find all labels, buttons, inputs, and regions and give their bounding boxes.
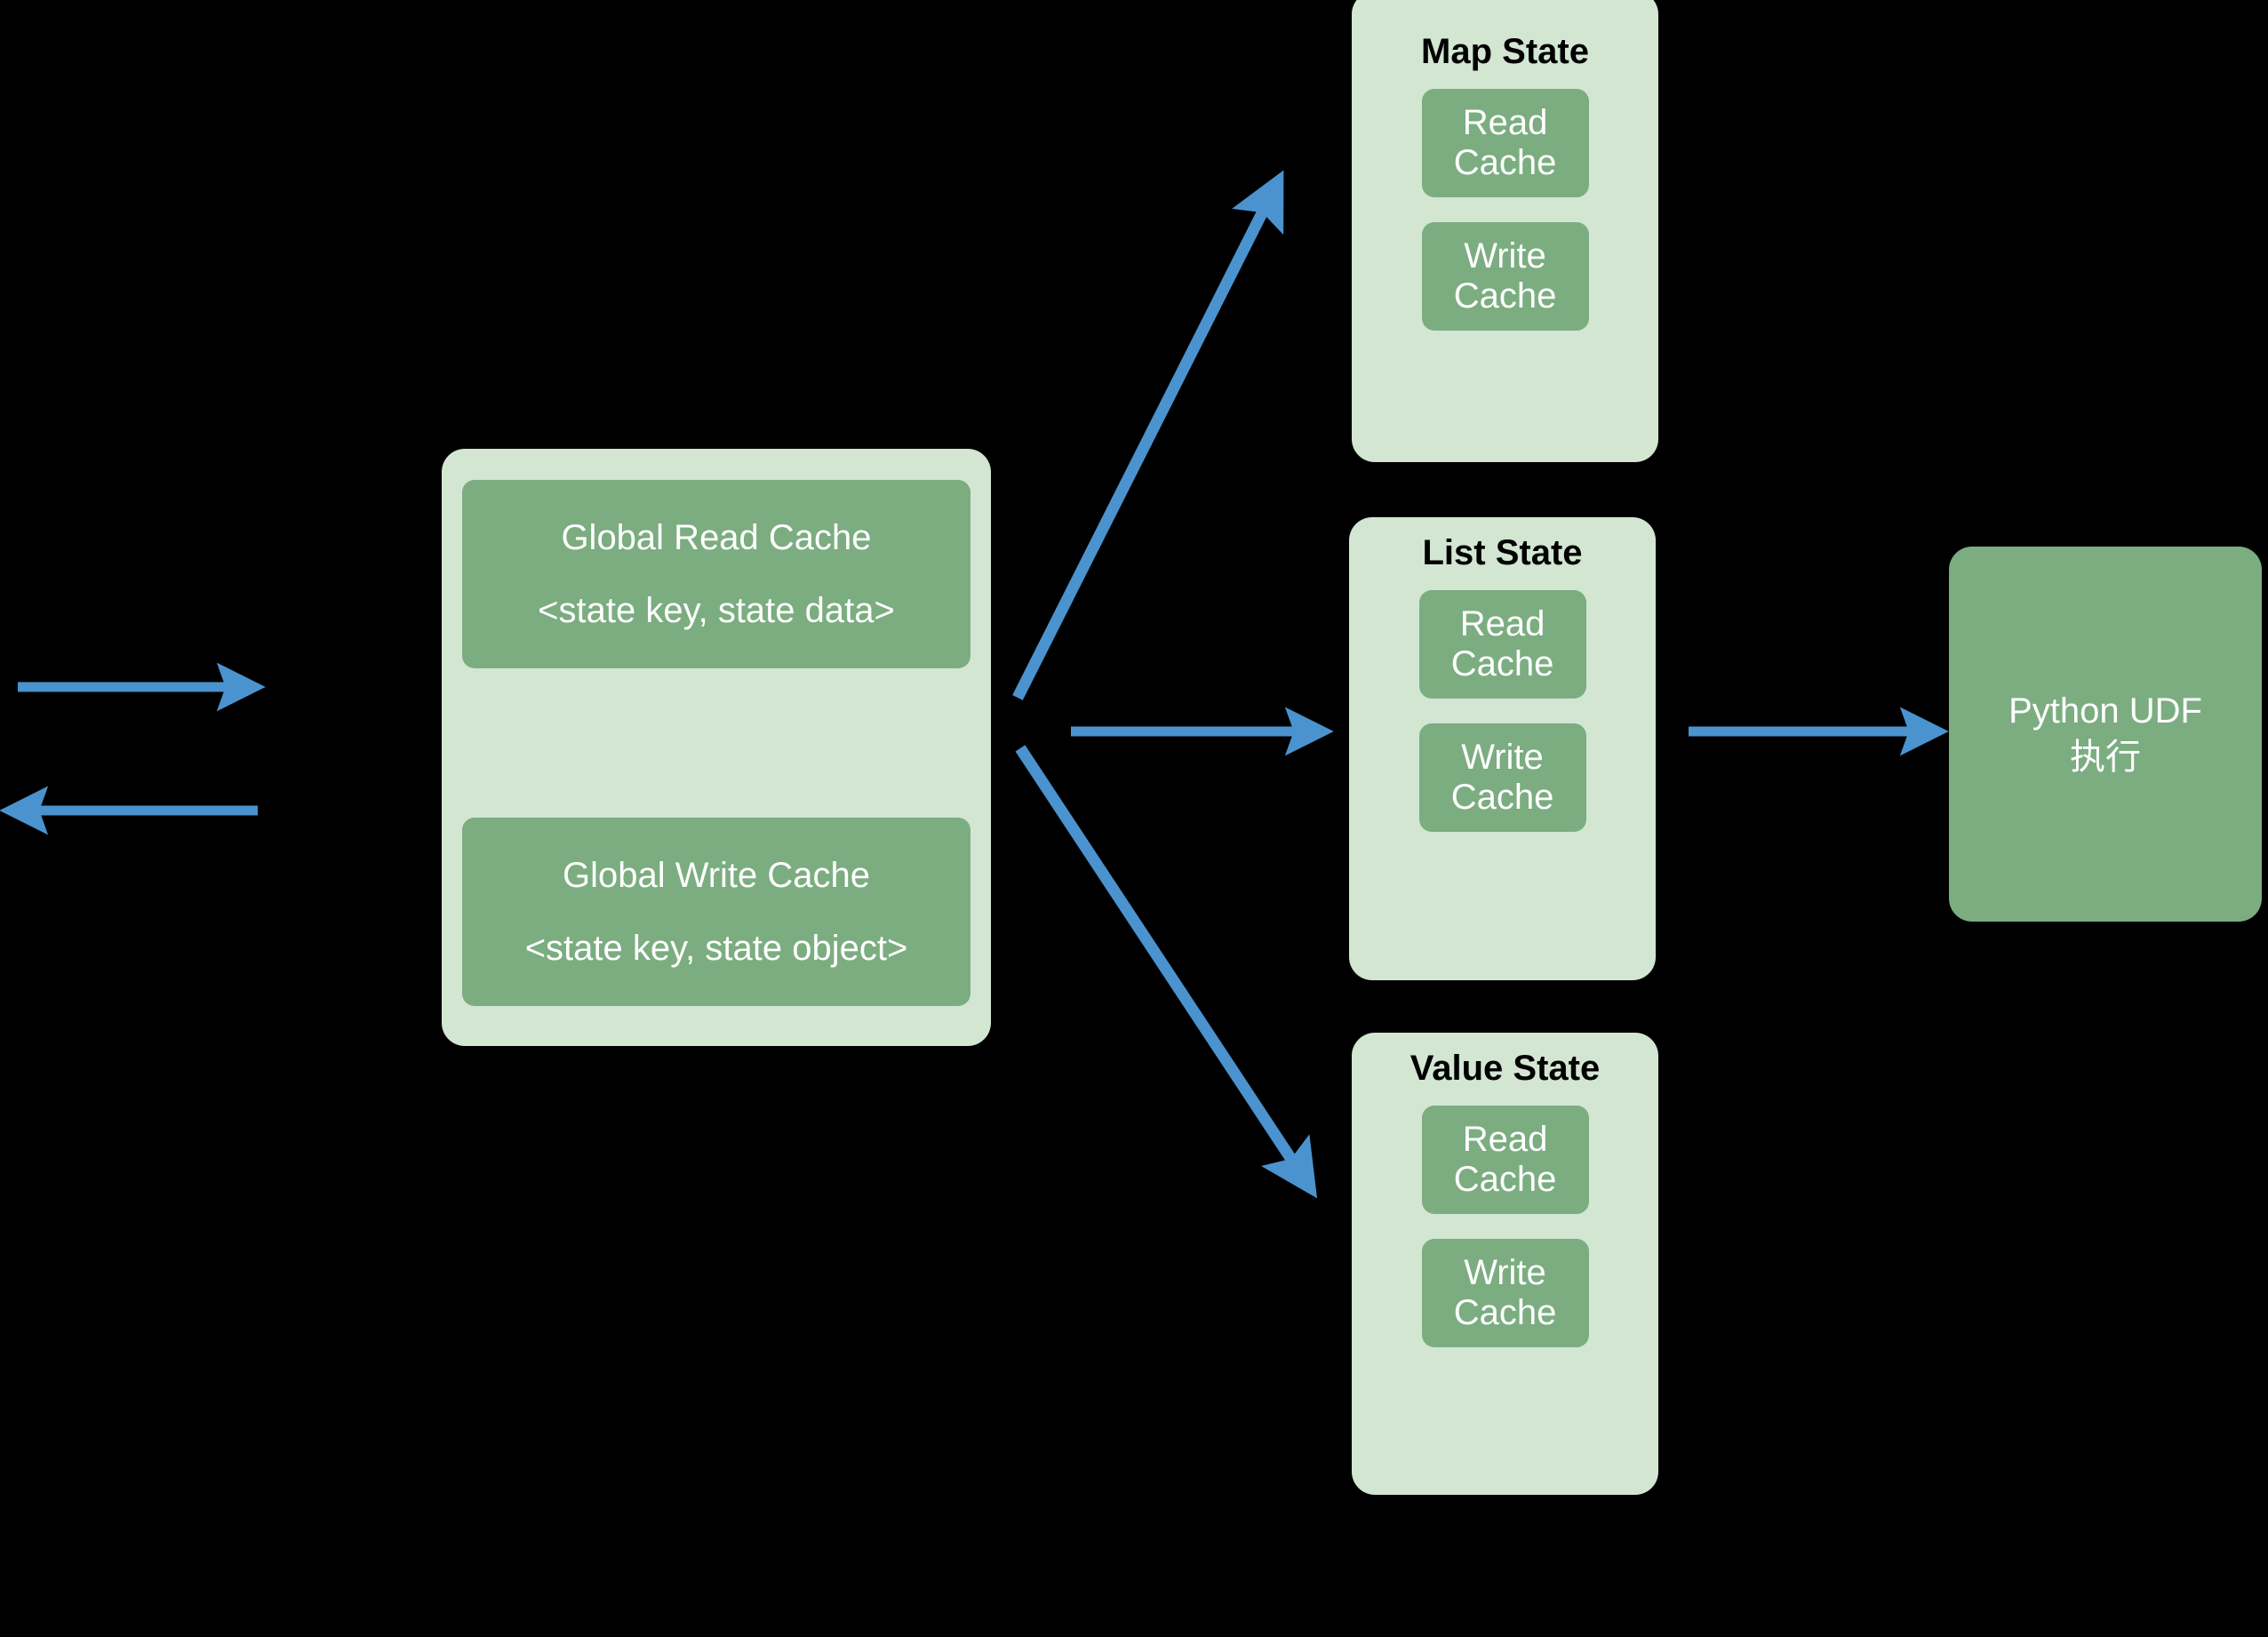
global-write-cache-title: Global Write Cache bbox=[562, 856, 871, 895]
value-state-read-cache: Read Cache bbox=[1421, 1106, 1589, 1214]
state-title-map: Map State bbox=[1421, 32, 1589, 71]
map-read-cache-line2: Cache bbox=[1453, 143, 1557, 182]
map-state-read-cache: Read Cache bbox=[1421, 89, 1589, 197]
global-read-cache-subtitle: <state key, state data> bbox=[538, 591, 895, 630]
global-write-cache-block: Global Write Cache <state key, state obj… bbox=[462, 818, 970, 1006]
list-read-cache-line1: Read bbox=[1459, 604, 1545, 644]
global-read-cache-block: Global Read Cache <state key, state data… bbox=[462, 480, 970, 668]
value-write-cache-line2: Cache bbox=[1453, 1293, 1557, 1332]
global-read-cache-title: Global Read Cache bbox=[561, 518, 872, 557]
global-cache-container: Global Read Cache <state key, state data… bbox=[442, 449, 991, 1046]
map-state-write-cache: Write Cache bbox=[1421, 222, 1589, 331]
arrow-cache-to-map bbox=[1012, 170, 1284, 700]
list-write-cache-line2: Cache bbox=[1450, 778, 1554, 817]
python-udf-box: Python UDF 执行 bbox=[1949, 547, 2262, 922]
list-write-cache-line1: Write bbox=[1461, 738, 1544, 778]
map-write-cache-line2: Cache bbox=[1453, 276, 1557, 315]
state-box-map: Map State Read Cache Write Cache bbox=[1352, 0, 1658, 462]
value-read-cache-line2: Cache bbox=[1453, 1160, 1557, 1199]
list-state-write-cache: Write Cache bbox=[1418, 723, 1586, 832]
state-box-list: List State Read Cache Write Cache bbox=[1349, 517, 1656, 980]
value-state-write-cache: Write Cache bbox=[1421, 1239, 1589, 1347]
state-title-list: List State bbox=[1422, 533, 1583, 572]
python-udf-line1: Python UDF bbox=[2008, 691, 2202, 731]
list-read-cache-line2: Cache bbox=[1450, 644, 1554, 683]
python-udf-line2: 执行 bbox=[2070, 738, 2141, 777]
value-read-cache-line1: Read bbox=[1462, 1120, 1548, 1160]
global-write-cache-subtitle: <state key, state object> bbox=[524, 929, 908, 968]
map-read-cache-line1: Read bbox=[1462, 103, 1548, 143]
arrow-cache-to-value bbox=[1015, 745, 1318, 1199]
state-title-value: Value State bbox=[1410, 1049, 1601, 1088]
map-write-cache-line1: Write bbox=[1464, 236, 1546, 276]
state-box-value: Value State Read Cache Write Cache bbox=[1352, 1033, 1658, 1495]
list-state-read-cache: Read Cache bbox=[1418, 590, 1586, 699]
value-write-cache-line1: Write bbox=[1464, 1253, 1546, 1293]
